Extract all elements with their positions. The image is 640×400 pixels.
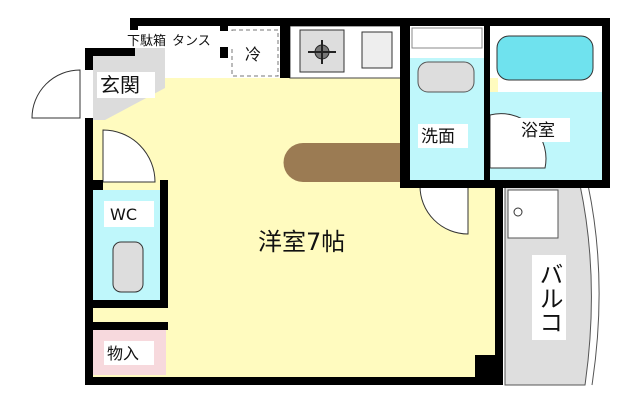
wardrobe-label: タンス — [172, 34, 211, 49]
drain-icon — [513, 207, 523, 217]
storage-label: 物入 — [107, 344, 139, 363]
bar-counter — [283, 143, 400, 182]
bathroom-label: 浴室 — [521, 121, 555, 141]
washbasin — [417, 61, 475, 93]
main-room-label: 洋室7帖 — [258, 228, 345, 256]
washroom-door — [419, 185, 469, 235]
toilet-label: WC — [110, 205, 137, 224]
bathtub — [496, 35, 594, 81]
sink — [361, 31, 393, 69]
room-door — [102, 129, 156, 183]
balcony-label: バルコ — [535, 262, 563, 334]
washroom-label: 洗面 — [421, 127, 455, 147]
washroom-shelf — [411, 27, 483, 49]
walls — [85, 18, 610, 385]
entrance-label: 玄関 — [100, 73, 140, 97]
shoe-closet-label: 下駄箱 — [127, 33, 166, 49]
entrance-door — [31, 69, 81, 119]
toilet-bowl — [112, 241, 144, 293]
fridge-label: 冷 — [245, 45, 261, 64]
